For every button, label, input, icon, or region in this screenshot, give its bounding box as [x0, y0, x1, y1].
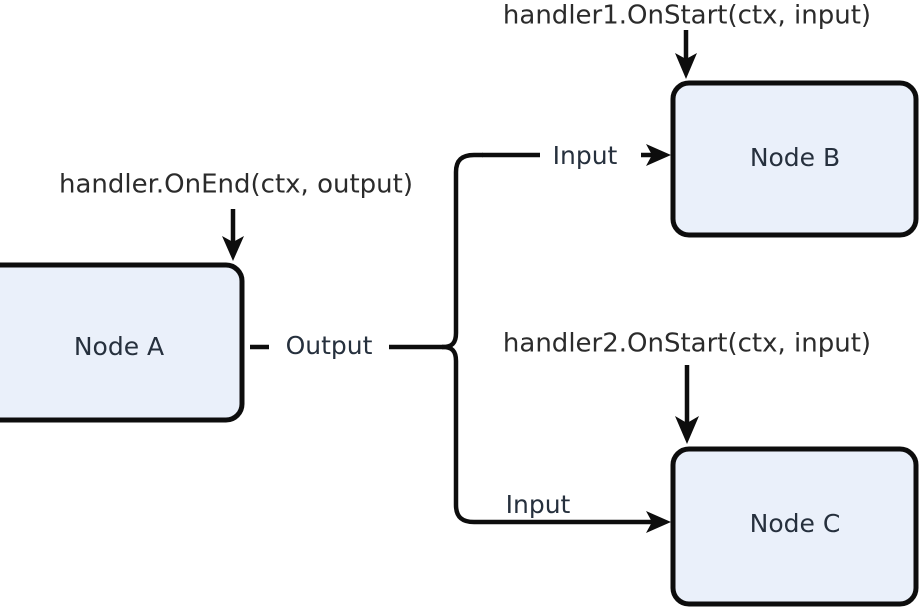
- port-label-input-node-b: Input: [553, 141, 618, 170]
- edge-arrow-node-b-input: [641, 144, 671, 166]
- port-label-output: Output: [286, 331, 373, 360]
- node-c-box[interactable]: [670, 446, 919, 607]
- callout-label-node-c: handler2.OnStart(ctx, input): [503, 329, 871, 359]
- callout-label-node-a: handler.OnEnd(ctx, output): [59, 170, 413, 200]
- node-a-box[interactable]: [0, 262, 245, 423]
- edge-arrow-node-b-head: [646, 144, 671, 166]
- node-a[interactable]: Node A: [0, 262, 245, 423]
- port-label-input-node-c: Input: [506, 490, 571, 519]
- node-b[interactable]: Node B: [670, 80, 919, 238]
- edge-arrow-node-c-input: [646, 511, 671, 533]
- callout-arrow-node-a-head: [222, 236, 244, 261]
- callout-arrow-node-c-head: [675, 416, 699, 444]
- callout-arrow-node-b-head: [675, 53, 697, 79]
- callout-arrow-node-a: [222, 209, 244, 261]
- callout-arrow-node-c: [675, 365, 699, 444]
- node-b-box[interactable]: [670, 80, 919, 238]
- edge-arrow-node-c-head: [646, 511, 671, 533]
- edge-fork-lower: [440, 344, 663, 525]
- node-a-label: Node A: [74, 332, 164, 361]
- node-b-label: Node B: [750, 143, 840, 172]
- edge-fork-upper: [440, 152, 485, 350]
- node-c[interactable]: Node C: [670, 446, 919, 607]
- node-c-label: Node C: [750, 509, 841, 538]
- callout-arrow-node-b: [675, 30, 697, 79]
- callout-label-node-b: handler1.OnStart(ctx, input): [503, 1, 871, 31]
